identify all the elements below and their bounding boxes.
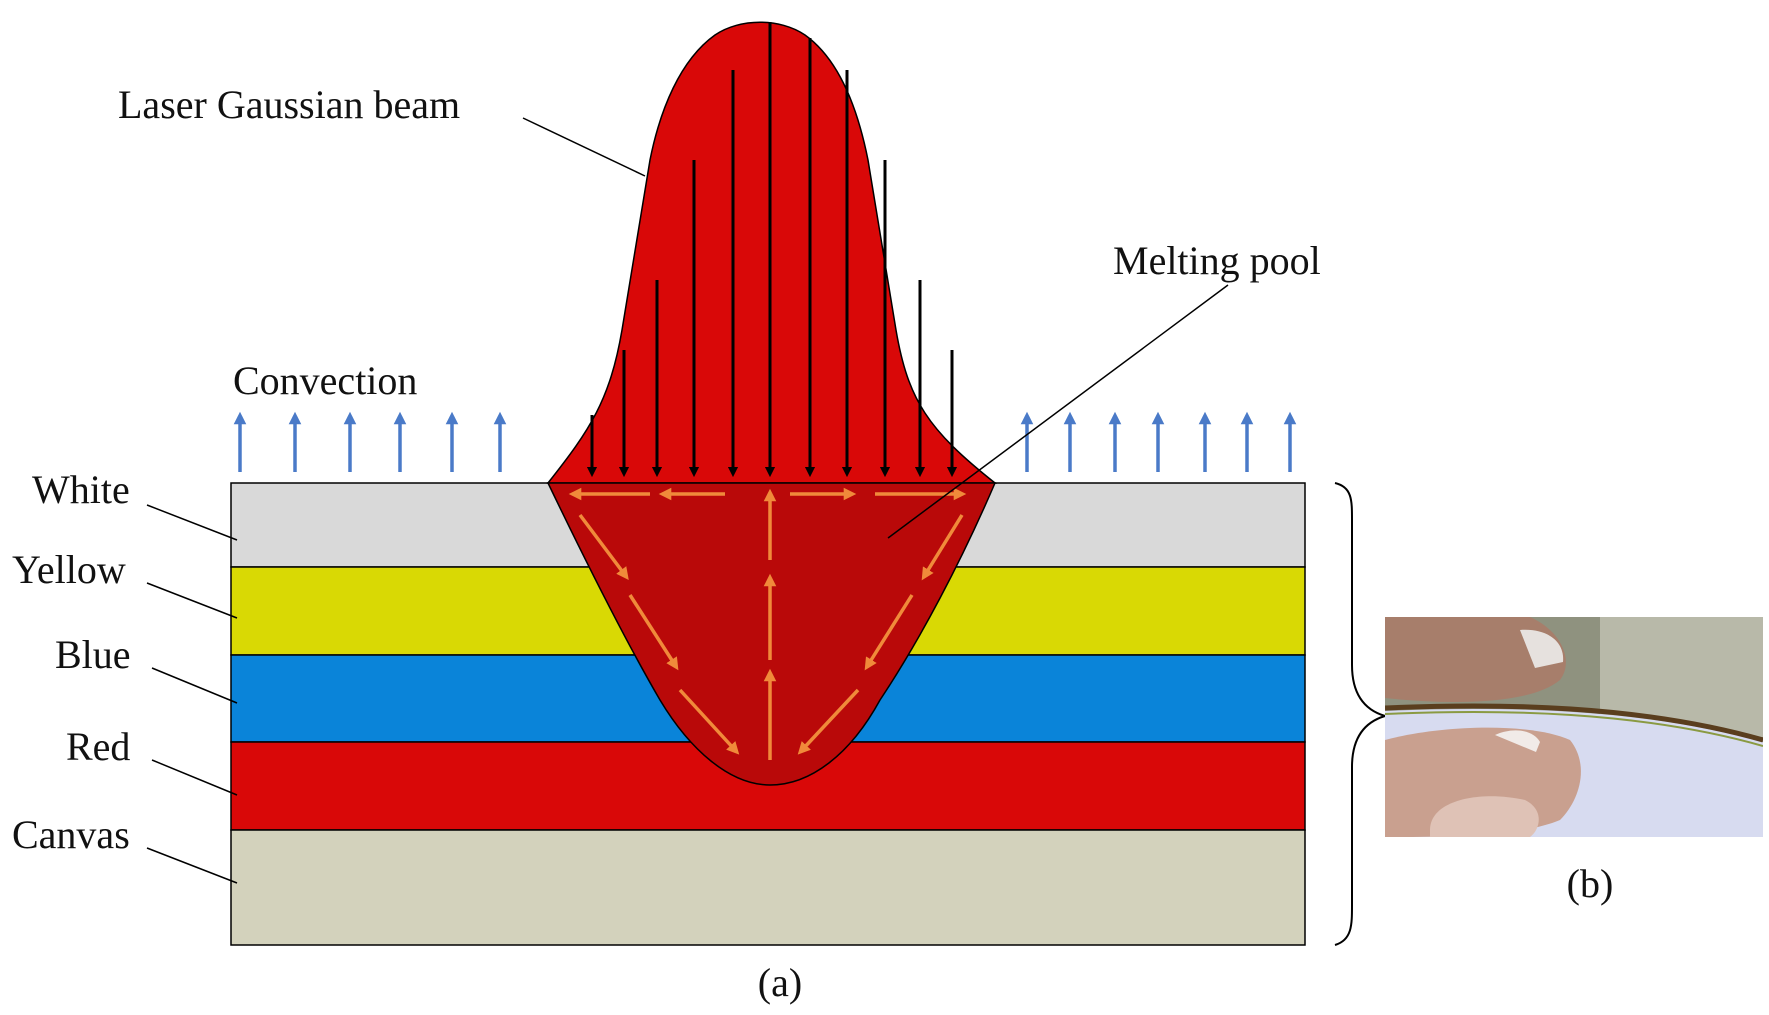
layer-brace [1334, 482, 1389, 946]
leader-lines [146, 117, 1229, 884]
beam-label: Laser Gaussian beam [118, 82, 460, 127]
flow-arrow [797, 688, 860, 755]
caption-a: (a) [758, 960, 802, 1005]
layer-canvas [230, 829, 1306, 946]
layer-label-canvas: Canvas [12, 812, 130, 857]
layer-label-blue: Blue [55, 632, 131, 677]
caption-b: (b) [1567, 861, 1614, 906]
layer-label-red: Red [66, 724, 130, 769]
melting-pool-label: Melting pool [1113, 238, 1321, 283]
convection-label: Convection [233, 358, 417, 403]
flow-arrows [568, 487, 967, 760]
flow-arrow [628, 594, 679, 671]
layer-label-yellow: Yellow [12, 547, 126, 592]
flow-arrow [921, 514, 964, 581]
flow-arrow [864, 594, 914, 671]
beam-arrows [586, 22, 958, 478]
convection-arrows [233, 411, 1297, 472]
canvas-photo [1385, 617, 1763, 837]
flow-arrow [678, 688, 740, 755]
layer-label-white: White [32, 467, 130, 512]
flow-arrow [578, 513, 629, 581]
